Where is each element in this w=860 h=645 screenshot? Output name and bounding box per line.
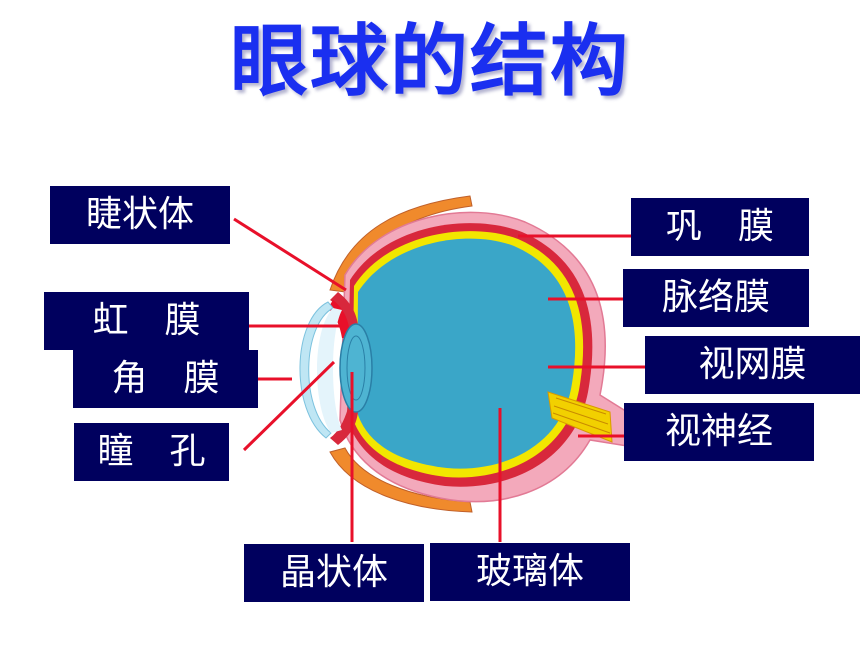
label-retina: 视网膜 <box>645 336 860 394</box>
label-sclera: 巩 膜 <box>631 198 809 256</box>
label-iris: 虹 膜 <box>44 292 249 350</box>
leader-pupil <box>242 360 336 452</box>
vitreous-body <box>357 238 576 469</box>
page-title: 眼球的结构 <box>229 17 630 107</box>
optic-nerve-bundle <box>547 391 613 443</box>
label-cornea: 角 膜 <box>73 350 258 408</box>
ciliary-body-shape <box>330 292 358 330</box>
label-ciliary-body: 睫状体 <box>50 186 230 244</box>
label-choroid: 脉络膜 <box>623 269 809 327</box>
label-optic-nerve: 视神经 <box>624 403 814 461</box>
label-lens: 晶状体 <box>244 544 424 602</box>
cornea-shape <box>299 301 334 439</box>
label-vitreous: 玻璃体 <box>430 543 630 601</box>
label-pupil: 瞳 孔 <box>74 423 229 481</box>
leader-lines <box>233 217 645 542</box>
leader-ciliary-body <box>233 217 347 292</box>
lens-shape <box>339 323 373 413</box>
